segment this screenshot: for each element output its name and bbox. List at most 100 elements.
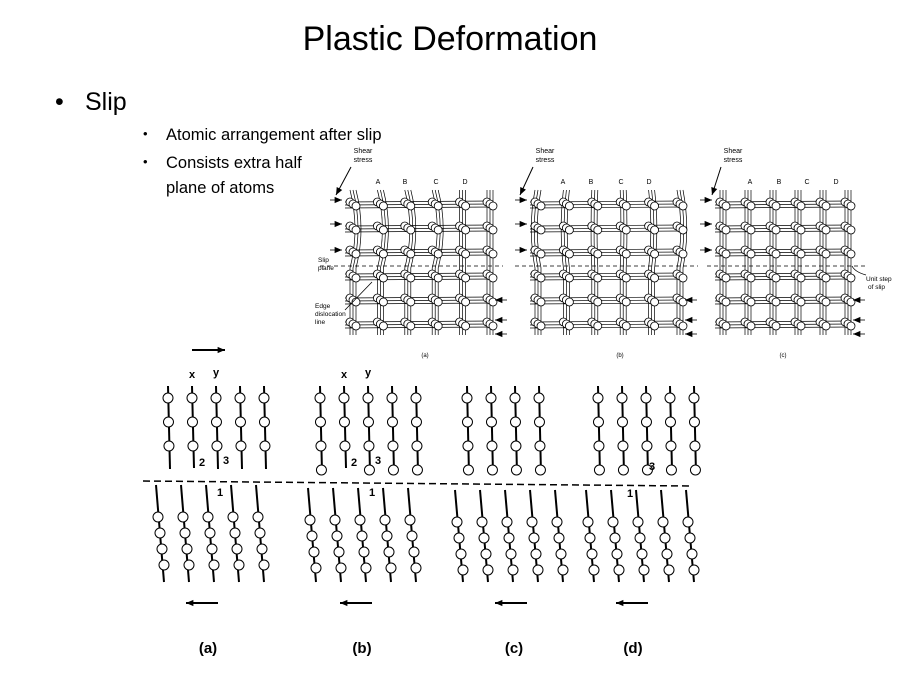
slip-panel-caption: (b) <box>352 640 371 657</box>
atom <box>682 516 694 528</box>
crystal-column-label: C <box>433 179 438 186</box>
shear-stress-label: Shear <box>536 148 555 155</box>
lattice-line <box>529 272 683 275</box>
atom <box>665 464 677 476</box>
atom <box>378 249 388 259</box>
crystal-column-label: A <box>376 179 381 186</box>
shear-direction-arrow-icon <box>340 599 372 607</box>
force-arrow-icon <box>515 220 527 228</box>
atom <box>386 392 398 404</box>
atom <box>536 273 546 283</box>
lattice-line <box>590 189 593 335</box>
subbullet-extra-half-plane: •Consists extra half plane of atoms <box>143 149 302 201</box>
atom <box>461 273 471 283</box>
slip-plane-label: Slip <box>318 257 329 264</box>
atom <box>536 297 546 307</box>
atom <box>234 392 246 404</box>
atom <box>461 249 471 259</box>
atom-number-label: 3 <box>375 455 381 467</box>
atom <box>406 201 416 211</box>
atom <box>433 321 443 331</box>
force-arrow-icon <box>515 196 527 204</box>
lattice-line <box>344 326 493 329</box>
atom <box>509 392 521 404</box>
atom <box>488 249 498 259</box>
lattice-line <box>344 230 493 233</box>
atom <box>411 464 423 476</box>
atom <box>485 416 497 428</box>
plane-label-y: y <box>365 367 372 379</box>
atom <box>617 464 629 476</box>
slip-plane-line <box>142 480 691 487</box>
atom <box>183 559 195 571</box>
atom <box>796 273 806 283</box>
atom <box>771 249 781 259</box>
atom <box>846 225 856 235</box>
atom <box>256 543 268 555</box>
unit-step-label: Unit step <box>866 276 892 283</box>
atom <box>362 392 374 404</box>
atom <box>378 297 388 307</box>
atom <box>616 392 628 404</box>
atom <box>650 225 659 235</box>
atom <box>410 562 422 574</box>
lattice-line <box>344 251 493 254</box>
shear-stress-label: stress <box>536 157 555 164</box>
atom <box>162 416 174 428</box>
atom <box>461 297 471 307</box>
atom <box>592 416 604 428</box>
atom <box>488 201 498 211</box>
shear-direction-arrow-icon <box>616 599 648 607</box>
atom <box>611 548 623 560</box>
bullet-slip: •Slip <box>55 88 127 117</box>
atom <box>433 225 443 235</box>
lattice-line <box>529 206 683 209</box>
atom <box>406 297 416 307</box>
atom <box>526 516 538 528</box>
atom <box>156 543 168 555</box>
atom <box>553 532 565 544</box>
atom <box>846 297 856 307</box>
atom <box>846 321 856 331</box>
shear-stress-label: stress <box>354 157 373 164</box>
atom <box>528 532 540 544</box>
lattice-line <box>344 302 493 305</box>
atom <box>771 321 781 331</box>
atom <box>351 321 361 331</box>
atom <box>461 392 473 404</box>
plane-label-y: y <box>213 367 220 379</box>
atom <box>821 321 831 331</box>
atom <box>593 321 603 331</box>
unit-step-label: of slip <box>868 284 885 291</box>
lattice-line <box>566 189 570 335</box>
atom <box>480 548 492 560</box>
atom <box>152 511 164 523</box>
atom <box>796 225 806 235</box>
lattice-line <box>529 248 683 251</box>
atom <box>821 249 831 259</box>
atom-number-label: 1 <box>217 487 223 499</box>
atom <box>663 564 675 576</box>
atom <box>486 440 498 452</box>
atom <box>613 564 625 576</box>
atom <box>314 416 326 428</box>
slide-title: Plastic Deformation <box>302 20 598 58</box>
lattice-line <box>560 189 564 335</box>
atom <box>378 201 388 211</box>
force-arrow-icon <box>495 296 507 304</box>
lattice-line <box>596 189 599 335</box>
atom <box>638 564 650 576</box>
atom <box>536 249 546 259</box>
atom <box>650 297 659 307</box>
atom <box>746 201 756 211</box>
atom <box>404 514 416 526</box>
atom <box>689 464 701 476</box>
atom <box>796 249 806 259</box>
atom <box>177 511 189 523</box>
lattice-line <box>563 189 567 335</box>
atom <box>187 440 199 452</box>
lattice-line <box>529 302 683 305</box>
lattice-line <box>530 189 536 335</box>
